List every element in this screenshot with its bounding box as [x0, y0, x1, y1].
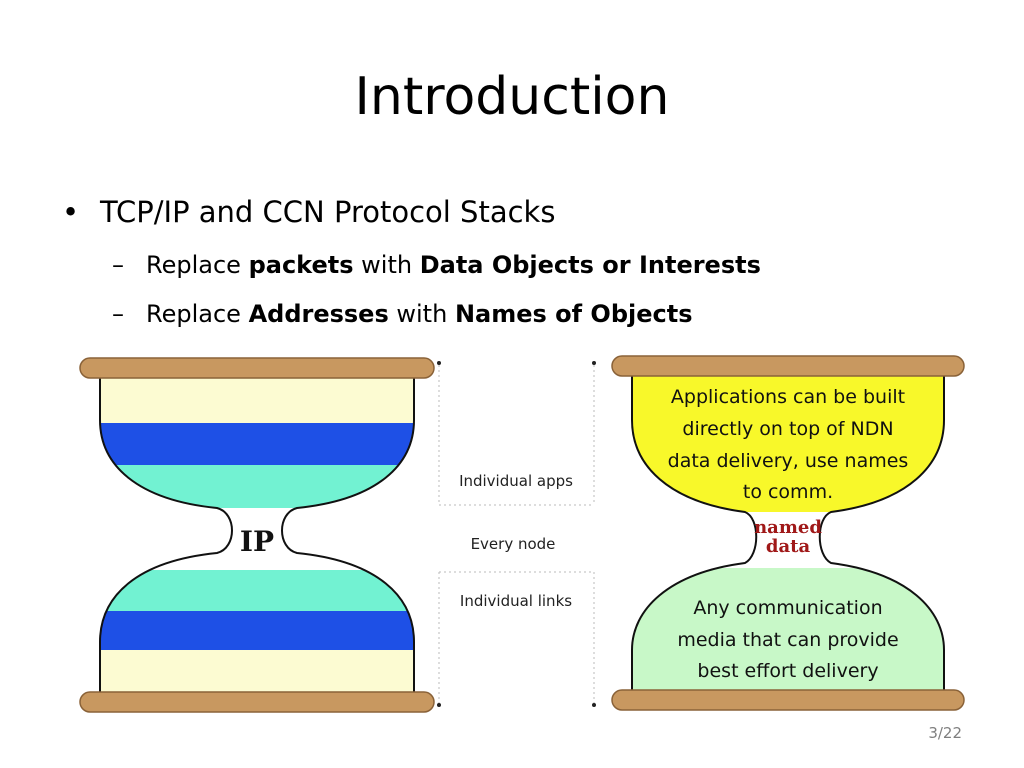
wood-bar-bottom-right — [611, 689, 965, 711]
ndn-bottom-line-1: Any communication — [693, 597, 882, 619]
bullet-text: TCP/IP and CCN Protocol Stacks — [100, 195, 556, 229]
ip-label: IP — [240, 525, 274, 558]
tcpip-layer-bottom-blue — [100, 611, 414, 650]
page-number: 3/22 — [928, 724, 962, 742]
wood-bar-top-left — [79, 357, 435, 379]
ndn-hourglass: Applications can be built directly on to… — [611, 355, 965, 712]
sub-bullet-packets: –Replace packets with Data Objects or In… — [112, 248, 761, 282]
sub1-bold1: packets — [248, 251, 354, 279]
label-individual-apps: Individual apps — [459, 472, 573, 490]
sub2-bold2: Names of Objects — [454, 300, 693, 328]
ndn-bottom-line-2: media that can provide — [677, 629, 898, 651]
ndn-top-line-4: to comm. — [743, 481, 833, 503]
dash-icon: – — [112, 251, 124, 279]
wood-bar-bottom-left — [79, 691, 435, 713]
sub1-mid: with — [353, 251, 420, 279]
scope-labels: Individual apps Every node Individual li… — [437, 361, 596, 707]
slide-title: Introduction — [354, 67, 670, 127]
tcpip-layer-top-cream — [100, 376, 414, 423]
wood-bar-top-right — [611, 355, 965, 377]
label-every-node: Every node — [471, 535, 556, 553]
hourglass-diagram: IP Individual apps Every node Individual… — [66, 350, 970, 718]
dash-icon: – — [112, 300, 124, 328]
sub1-pre: Replace — [146, 251, 249, 279]
ndn-top-line-3: data delivery, use names — [668, 450, 909, 472]
tcpip-layer-bottom-aqua — [100, 570, 414, 611]
tcpip-hourglass: IP — [79, 356, 435, 713]
sub2-pre: Replace — [146, 300, 249, 328]
sub-bullet-addresses: –Replace Addresses with Names of Objects — [112, 297, 693, 331]
ndn-layer-top-yellow — [632, 376, 944, 512]
sub1-bold2: Data Objects or Interests — [419, 251, 761, 279]
ndn-layer-bottom-green — [632, 568, 944, 696]
ndn-top-line-2: directly on top of NDN — [682, 418, 893, 440]
sub2-mid: with — [388, 300, 455, 328]
ndn-bottom-line-3: best effort delivery — [697, 660, 878, 682]
ndn-top-line-1: Applications can be built — [671, 386, 905, 408]
named-data-label-2: data — [766, 536, 811, 557]
tcpip-layer-bottom-cream — [100, 650, 414, 696]
named-data-label-1: named — [754, 517, 822, 538]
label-individual-links: Individual links — [460, 592, 572, 610]
bullet-dot: • — [62, 195, 80, 229]
tcpip-layer-top-blue — [100, 423, 414, 465]
sub2-bold1: Addresses — [248, 300, 389, 328]
